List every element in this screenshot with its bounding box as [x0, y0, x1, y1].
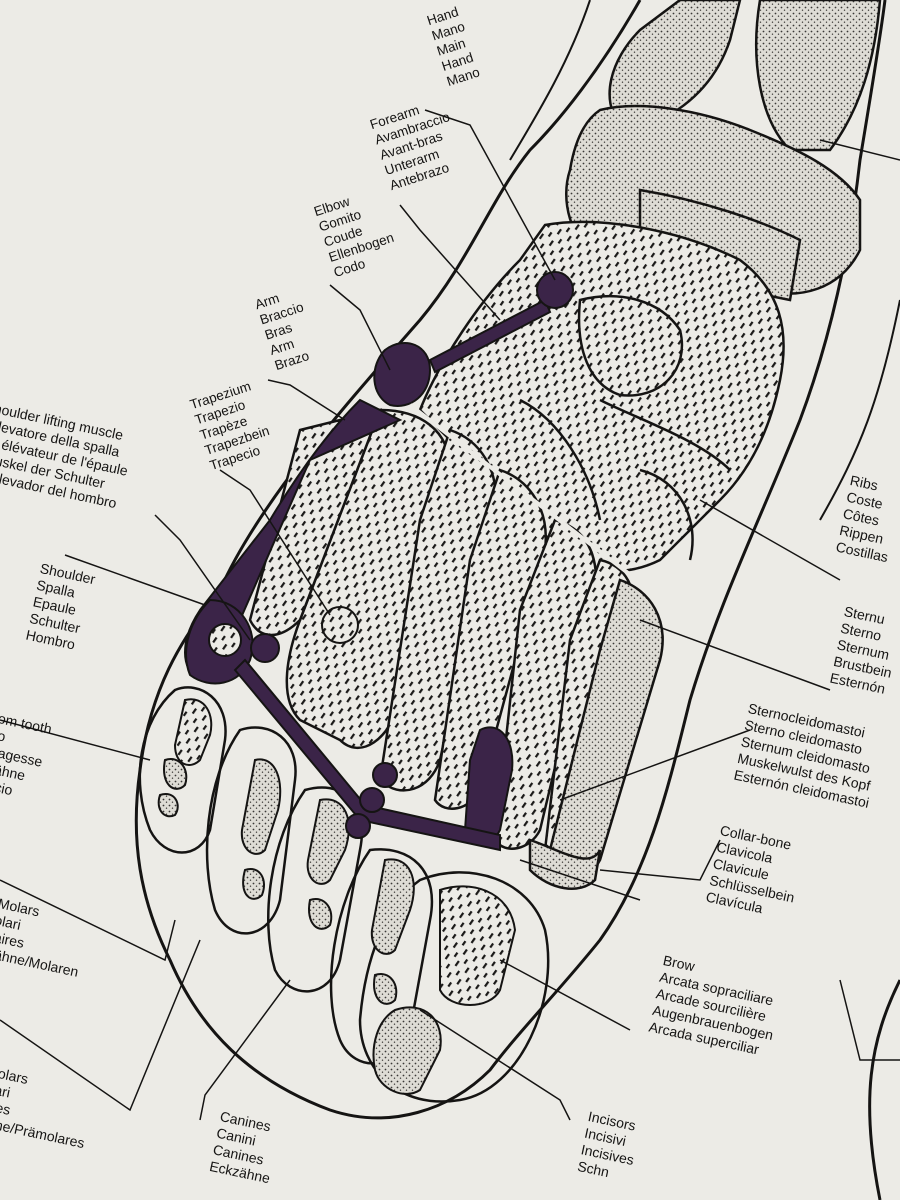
- reflex-point-2: [359, 787, 385, 813]
- reflex-point-trapezium: [321, 606, 359, 644]
- reflex-point-shoulder-hatched: [208, 623, 242, 657]
- leader-lines: [0, 109, 900, 1121]
- reflex-points: [208, 271, 574, 839]
- reflex-point-shoulder: [250, 633, 280, 663]
- division-lines: [408, 403, 652, 592]
- reflex-point-1: [372, 762, 398, 788]
- foot-outline: [134, 0, 900, 1200]
- reflex-point-forearm: [536, 271, 574, 309]
- reflex-point-3: [345, 813, 371, 839]
- toe-bones: [157, 698, 517, 1095]
- lateral-bone: [528, 578, 664, 890]
